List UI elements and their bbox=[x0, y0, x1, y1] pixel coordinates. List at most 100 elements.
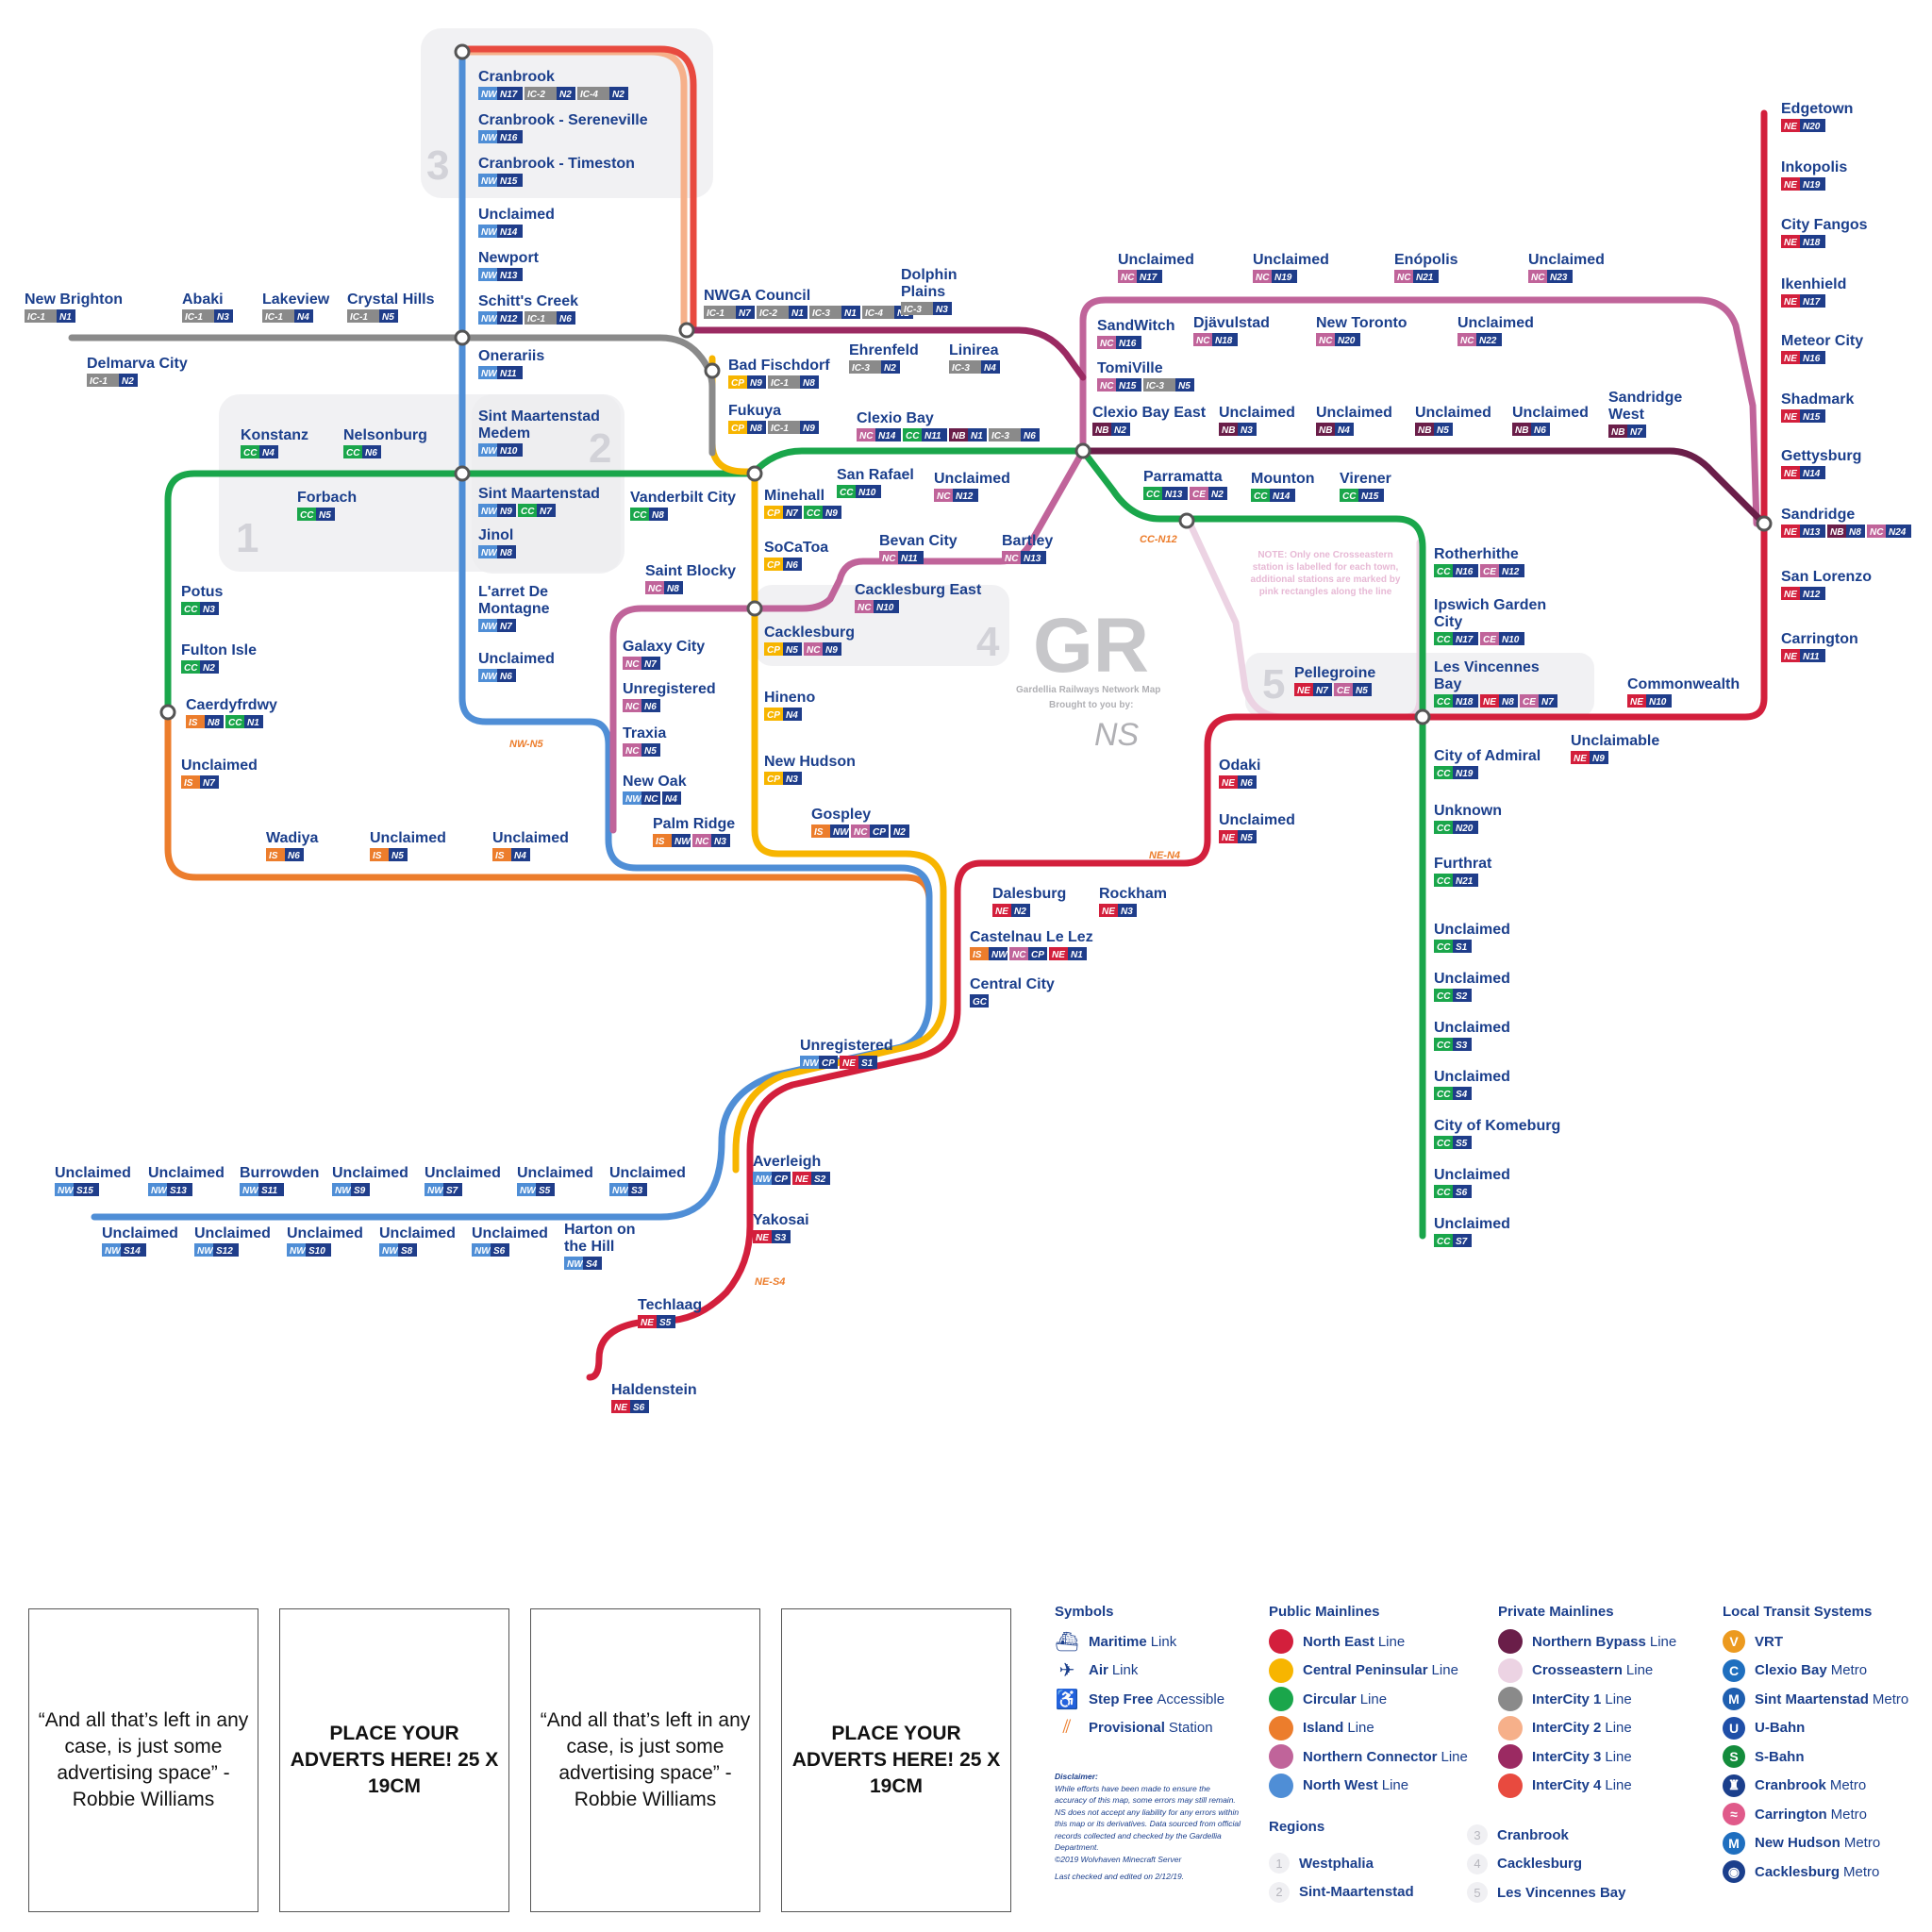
ad-panel-3[interactable]: “And all that’s left in any case, is jus… bbox=[530, 1608, 760, 1912]
interchange-caerdyfrdwy[interactable] bbox=[159, 704, 176, 721]
ad-panel-2[interactable]: PLACE YOUR ADVERTS HERE! 25 X 19CM bbox=[279, 1608, 509, 1912]
interchange-clexio-bay[interactable] bbox=[1074, 442, 1091, 459]
interchange-sandridge[interactable] bbox=[1756, 515, 1773, 532]
interchange-les-vincennes[interactable] bbox=[1414, 708, 1431, 725]
interchange-minehall[interactable] bbox=[746, 465, 763, 482]
ad-panel-4[interactable]: PLACE YOUR ADVERTS HERE! 25 X 19CM bbox=[781, 1608, 1011, 1912]
interchange-bad-fischdorf[interactable] bbox=[704, 362, 721, 379]
interchange-nwga[interactable] bbox=[678, 322, 695, 339]
interchange-cacklesburg[interactable] bbox=[746, 600, 763, 617]
